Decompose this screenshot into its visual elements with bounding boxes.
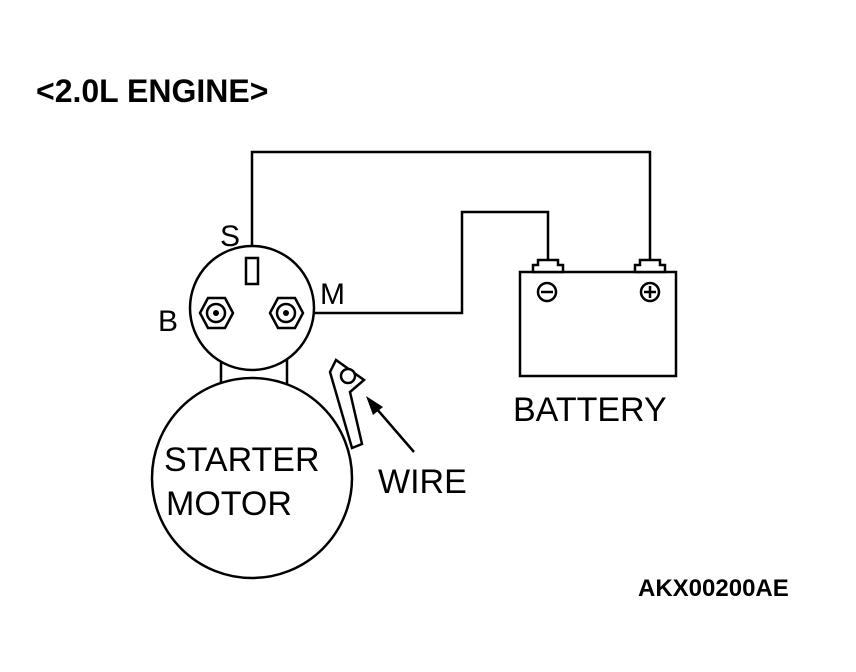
starter-motor-label-line1: STARTER: [164, 441, 320, 479]
terminal-m-label: M: [320, 278, 345, 311]
s-terminal: [244, 256, 260, 286]
motor-body: [150, 376, 354, 580]
battery: [518, 258, 678, 378]
starter-motor: STARTER MOTOR: [150, 244, 354, 580]
diagram-title: <2.0L ENGINE>: [36, 73, 268, 109]
m-terminal-nut: [268, 296, 305, 330]
wire-eyelet: [339, 367, 357, 385]
battery-positive-post: [633, 258, 667, 274]
s-to-battery-positive-wire: [250, 150, 652, 262]
terminal-b-label: B: [158, 305, 178, 338]
minus-icon: [536, 281, 558, 303]
wire-pointer-arrow: [366, 396, 415, 453]
battery-negative-post: [531, 258, 565, 274]
figure-code: AKX00200AE: [638, 575, 789, 602]
starter-motor-label-line2: MOTOR: [166, 485, 292, 523]
wire-bracket: [328, 358, 367, 450]
b-terminal-nut: [198, 296, 235, 330]
terminal-s-label: S: [220, 220, 240, 253]
plus-icon: [639, 281, 661, 303]
wire-lead: [328, 358, 367, 450]
wire-label: WIRE: [378, 463, 467, 501]
m-to-battery-negative-wire: [302, 210, 550, 315]
battery-label: BATTERY: [513, 391, 667, 429]
solenoid-body: [188, 244, 316, 372]
